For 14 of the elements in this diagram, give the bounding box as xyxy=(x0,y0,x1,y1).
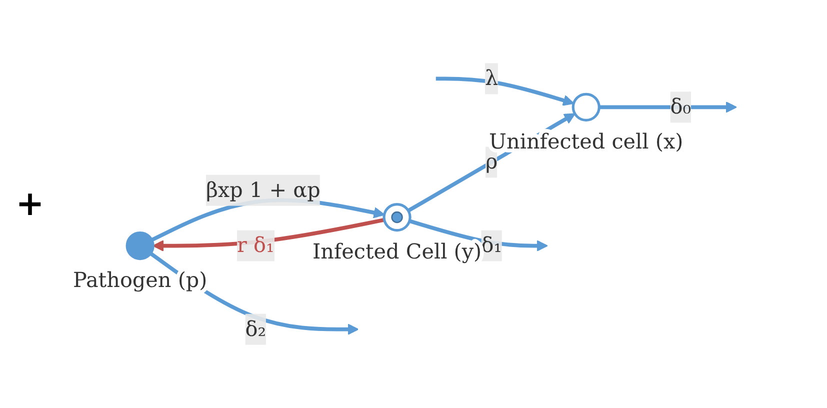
edge-label: δ₀ xyxy=(670,94,692,119)
arrow xyxy=(407,113,576,212)
edge-label: λ xyxy=(485,66,498,90)
edge-label: δ₂ xyxy=(245,316,266,341)
arrow xyxy=(436,76,574,106)
edge-label: βxp 1 + αp xyxy=(206,177,320,202)
cell-circle xyxy=(382,202,412,232)
cell-circle xyxy=(126,231,154,260)
cell-caption: Infected Cell (y) xyxy=(312,240,482,264)
plus-sign: + xyxy=(16,184,44,224)
cell-circle xyxy=(572,92,600,122)
edge-label: r δ₁ xyxy=(237,232,274,258)
edge-label: ρ xyxy=(485,149,498,174)
edge-label: δ₁ xyxy=(481,232,502,258)
